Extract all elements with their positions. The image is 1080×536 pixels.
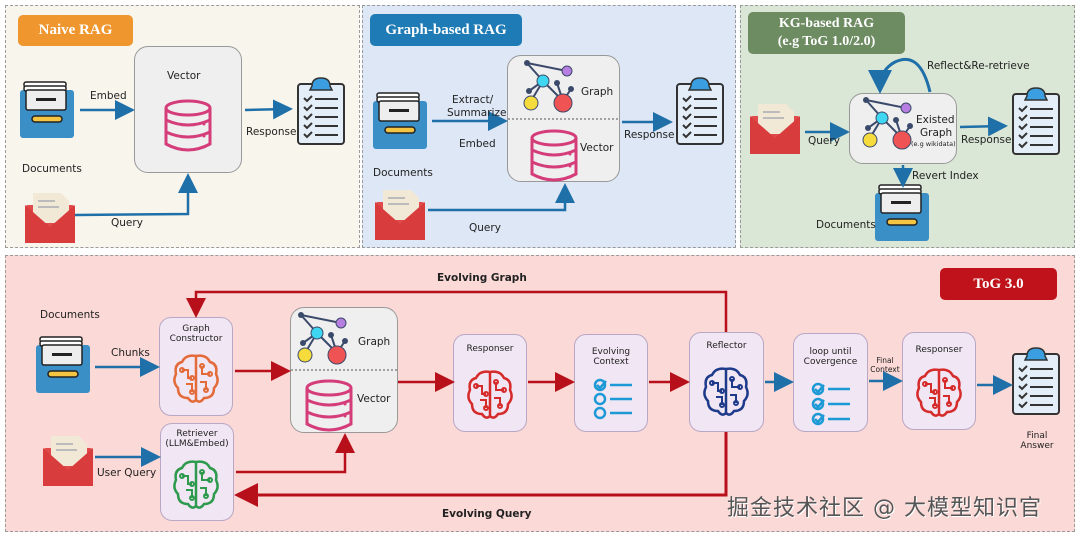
response-label: Response	[246, 126, 297, 138]
responser-label: Responser	[466, 344, 514, 354]
evolving-query-label: Evolving Query	[442, 508, 532, 520]
reflector-label: Reflector	[706, 341, 747, 351]
graph-rag-badge: Graph-based RAG	[370, 14, 522, 46]
chunks-label: Chunks	[111, 347, 150, 359]
revert-index-label: Revert Index	[912, 170, 979, 182]
query-label: Query	[808, 135, 840, 147]
summarize-label: Summarize	[447, 107, 507, 119]
loop-convergence-node	[793, 333, 868, 432]
documents-label: Documents	[373, 167, 433, 179]
embed-label: Embed	[90, 90, 127, 102]
tog-store-box	[290, 307, 398, 433]
tog3-badge: ToG 3.0	[940, 268, 1057, 300]
kg-rag-badge-line1: KG-based RAG	[778, 16, 875, 31]
evolving-graph-label: Evolving Graph	[437, 272, 527, 284]
final-responser-label: Responser	[915, 345, 963, 355]
vector-label: Vector	[580, 142, 614, 154]
wikidata-label: (e.g wikidata)	[911, 140, 956, 148]
vector-label: Vector	[357, 393, 391, 405]
graph-rag-store-box	[507, 55, 620, 182]
extract-label: Extract/	[452, 94, 494, 106]
query-label: Query	[111, 217, 143, 229]
retriever-label: Retriever(LLM&Embed)	[165, 429, 229, 449]
documents-label: Documents	[40, 309, 100, 321]
existed-label: Existed	[916, 114, 955, 126]
naive-vector-store-box	[134, 46, 242, 173]
graph-label: Graph	[358, 336, 391, 348]
query-label: Query	[469, 222, 501, 234]
response-label: Response	[961, 134, 1012, 146]
documents-label: Documents	[816, 219, 876, 231]
response-label: Response	[624, 129, 675, 141]
graph-label: Graph	[920, 127, 953, 139]
kg-rag-badge-line2: (e.g ToG 1.0/2.0)	[777, 34, 876, 49]
reflect-reretrieve-label: Reflect&Re-retrieve	[927, 60, 1030, 72]
watermark: 掘金技术社区 @ 大模型知识官	[727, 496, 1042, 521]
documents-label: Documents	[22, 163, 82, 175]
embed-label: Embed	[459, 138, 496, 150]
naive-rag-badge: Naive RAG	[18, 15, 133, 46]
kg-rag-badge: KG-based RAG (e.g ToG 1.0/2.0)	[748, 12, 905, 54]
user-query-label: User Query	[97, 467, 157, 479]
vector-label: Vector	[167, 70, 201, 82]
graph-label: Graph	[581, 86, 614, 98]
